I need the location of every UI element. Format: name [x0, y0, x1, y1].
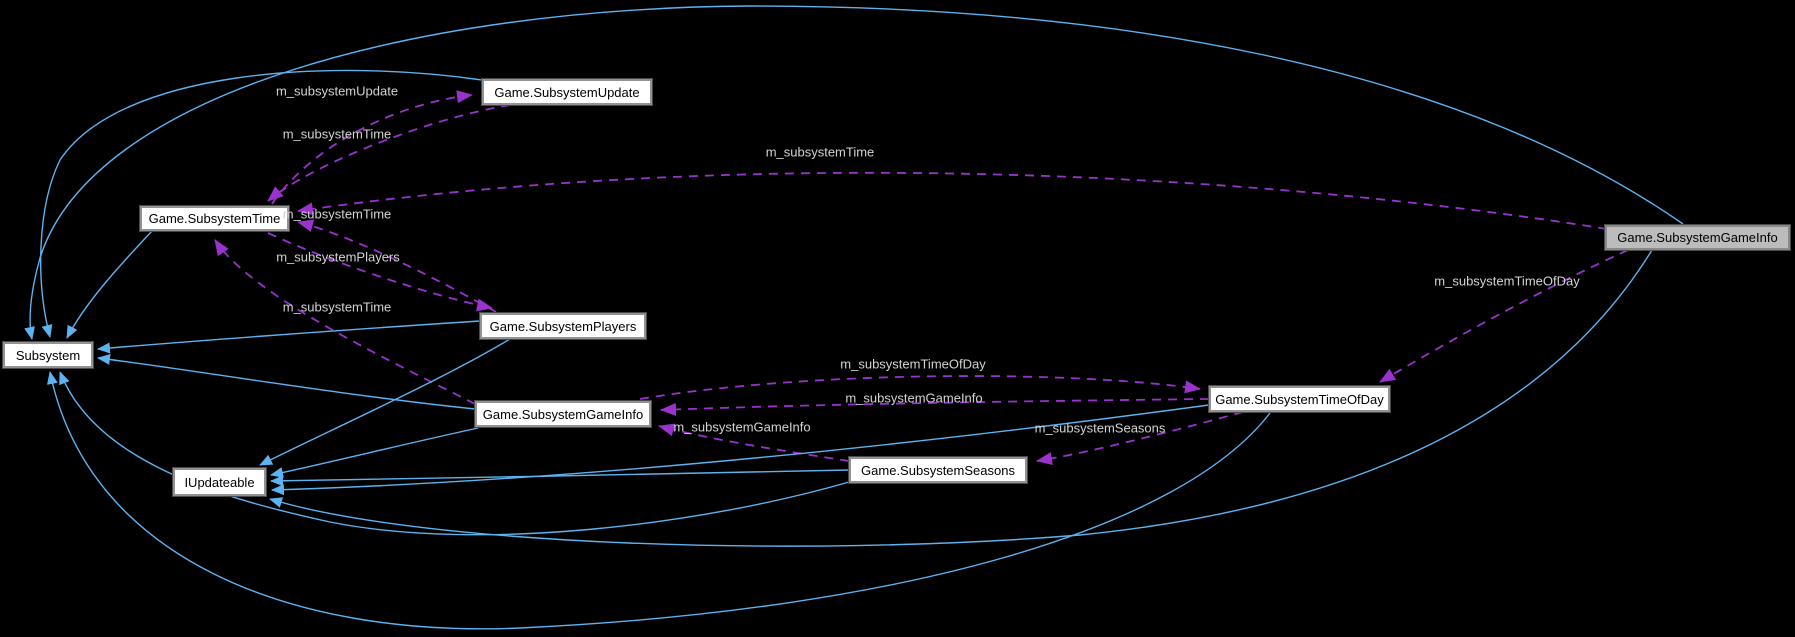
- edges-group: [24, 5, 1684, 630]
- node-gameinfo-right: Game.SubsystemGameInfo: [1604, 224, 1791, 251]
- edge-players-to-time: [297, 219, 497, 313]
- edge-gameinfo-center-to-timeofday: [639, 375, 1201, 400]
- edge-gameinfo-center-to-time: [214, 239, 476, 405]
- edge-timeofday-to-gameinfo-center: [660, 398, 1210, 416]
- edge-gameinfo-right-to-timeofday: [1379, 249, 1629, 383]
- edge-players-to-subsystem: [97, 320, 481, 354]
- edge-gameinfo-right-to-subsystem: [24, 5, 1684, 340]
- edge-timeofday-to-iupdateable: [271, 404, 1210, 496]
- node-timeofday[interactable]: Game.SubsystemTimeOfDay: [1208, 385, 1391, 413]
- node-iupdateable[interactable]: IUpdateable: [172, 467, 267, 497]
- edge-timeofday-to-subsystem: [47, 371, 1271, 630]
- edge-update-to-time: [267, 104, 511, 202]
- node-gameinfo-center[interactable]: Game.SubsystemGameInfo: [474, 400, 652, 428]
- edge-timeofday-to-seasons: [1036, 411, 1244, 465]
- edge-time-to-subsystem: [66, 230, 153, 339]
- node-players[interactable]: Game.SubsystemPlayers: [479, 312, 647, 340]
- node-subsystem[interactable]: Subsystem: [2, 341, 94, 369]
- node-seasons[interactable]: Game.SubsystemSeasons: [848, 456, 1028, 484]
- edge-update-to-subsystem: [40, 69, 483, 338]
- edge-gameinfo-right-to-iupdateable: [269, 249, 1653, 547]
- node-time[interactable]: Game.SubsystemTime: [139, 205, 290, 232]
- edge-players-to-iupdateable: [259, 338, 511, 466]
- edge-gameinfo-center-to-iupdateable: [270, 427, 479, 478]
- edge-seasons-to-gameinfo-center: [658, 423, 850, 462]
- edge-time-to-players: [267, 232, 493, 312]
- edge-gameinfo-right-to-time: [297, 171, 1608, 230]
- edge-time-to-update: [271, 90, 473, 205]
- edge-seasons-to-iupdateable: [270, 469, 850, 487]
- node-update[interactable]: Game.SubsystemUpdate: [481, 78, 653, 106]
- edge-gameinfo-center-to-subsystem: [97, 353, 476, 410]
- edge-seasons-to-subsystem: [59, 371, 850, 536]
